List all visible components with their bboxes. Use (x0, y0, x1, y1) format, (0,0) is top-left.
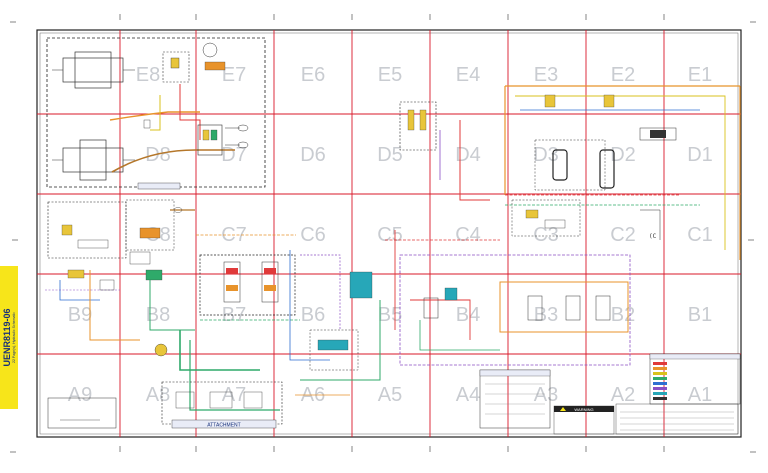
attachment-lower-group: ATTACHMENT (47, 381, 283, 429)
border-ticks (10, 14, 756, 453)
zone-label-a8: A8 (146, 384, 170, 406)
lower-box-label: ATTACHMENT (207, 423, 240, 429)
zone-label-b4: B4 (456, 304, 480, 326)
zone-labels: E8 E7 E6 E5 E4 E3 E2 E1 D8 D7 D6 D5 D4 D… (68, 64, 713, 406)
zone-label-a3: A3 (534, 384, 558, 406)
zone-label-d6: D6 (300, 144, 326, 166)
connector-symbol: (C (649, 233, 657, 240)
zone-label-b5: B5 (378, 304, 402, 326)
title-block: WARNING (479, 369, 739, 435)
sheet-border (36, 29, 742, 438)
zone-label-b3: B3 (534, 304, 558, 326)
document-subtitle: 22 Page(s), Hydraulic Schematic (11, 312, 16, 363)
side-tab-text: UENR8119-06 22 Page(s), Hydraulic Schema… (0, 266, 18, 409)
zone-label-a2: A2 (611, 384, 635, 406)
zone-label-e5: E5 (378, 64, 402, 86)
zone-label-b9: B9 (68, 304, 92, 326)
zone-label-d5: D5 (377, 144, 403, 166)
zone-label-d7: D7 (221, 144, 247, 166)
zone-label-a7: A7 (222, 384, 246, 406)
document-code: UENR8119-06 (1, 308, 12, 367)
implement-valve-group: (C (399, 85, 741, 260)
zone-label-c4: C4 (455, 224, 481, 246)
document-side-tab: UENR8119-06 22 Page(s), Hydraulic Schema… (0, 266, 18, 409)
zone-label-d3: D3 (533, 144, 559, 166)
zone-label-b7: B7 (222, 304, 246, 326)
zone-label-a4: A4 (456, 384, 480, 406)
zone-label-c1: C1 (687, 224, 713, 246)
zone-label-a1: A1 (688, 384, 712, 406)
zone-label-c2: C2 (610, 224, 636, 246)
zone-label-c6: C6 (300, 224, 326, 246)
zone-label-d2: D2 (610, 144, 636, 166)
zone-label-d4: D4 (455, 144, 481, 166)
pump-group-panel (46, 37, 266, 190)
zone-label-c5: C5 (377, 224, 403, 246)
zone-label-e6: E6 (301, 64, 325, 86)
zone-label-e7: E7 (222, 64, 246, 86)
zone-label-d1: D1 (687, 144, 713, 166)
swing-motor-block (295, 271, 381, 396)
main-control-valve (196, 234, 341, 361)
warning-label: WARNING (574, 407, 593, 412)
pilot-control-cluster (45, 199, 280, 411)
zone-label-e4: E4 (456, 64, 480, 86)
zone-label-b6: B6 (301, 304, 325, 326)
zone-label-b1: B1 (688, 304, 712, 326)
zone-label-e8: E8 (136, 64, 160, 86)
zone-label-d8: D8 (145, 144, 171, 166)
zone-label-e3: E3 (534, 64, 558, 86)
drawing-frame (39, 32, 739, 435)
zone-label-c3: C3 (533, 224, 559, 246)
zone-label-b2: B2 (611, 304, 635, 326)
zone-label-a9: A9 (68, 384, 92, 406)
zone-label-e2: E2 (611, 64, 635, 86)
zone-label-b8: B8 (146, 304, 170, 326)
travel-motor-group (385, 230, 631, 366)
zone-label-a5: A5 (378, 384, 402, 406)
zone-label-e1: E1 (688, 64, 712, 86)
